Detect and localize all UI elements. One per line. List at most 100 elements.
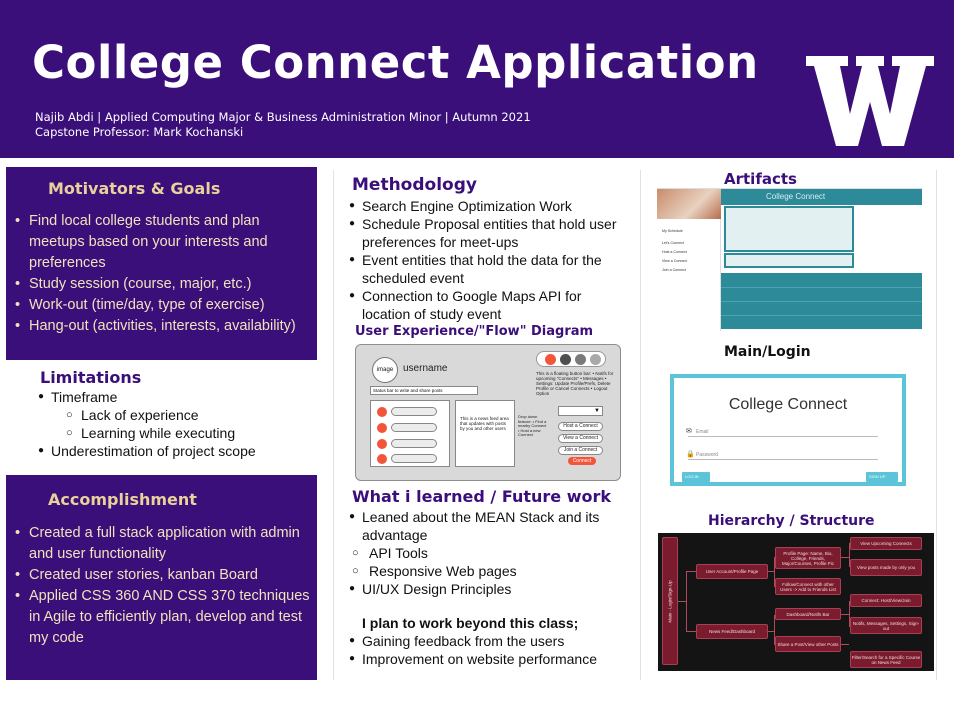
login-button: LOG IN (682, 472, 710, 482)
artifact-topbar: College Connect (721, 189, 922, 205)
button-dot (590, 354, 601, 365)
password-field: Password (696, 452, 718, 458)
flow-heading: User Experience/"Flow" Diagram (355, 324, 594, 339)
hierarchy-root-label: Main - Login/Sign-Up (667, 579, 673, 623)
list-item: Created user stories, kanban Board (15, 565, 315, 586)
connector (686, 571, 687, 631)
news-feed-note: This is a news feed area that updates wi… (460, 416, 509, 431)
artifacts-heading: Artifacts (724, 170, 797, 188)
author-line: Najib Abdi | Applied Computing Major & B… (35, 110, 531, 124)
dropdown: ▼ (558, 406, 603, 416)
methodology-heading: Methodology (352, 175, 477, 195)
sidebar-item: View a Connect (662, 259, 688, 263)
account-node: User Account/Profile Page (696, 564, 768, 579)
feed-dot (377, 454, 387, 464)
connector (849, 601, 850, 627)
connector (678, 601, 686, 602)
list-item: Underestimation of project scope (38, 442, 256, 460)
list-item: Search Engine Optimization Work (349, 197, 631, 215)
button-dot (545, 354, 556, 365)
avatar: image (372, 357, 398, 383)
column-divider (936, 170, 937, 680)
accomplishment-heading: Accomplishment (48, 490, 197, 509)
poster-header: College Connect Application Najib Abdi |… (0, 0, 954, 158)
table-row (721, 315, 922, 316)
artifact-hero-image (657, 189, 721, 219)
connector (774, 615, 775, 645)
share-post-node: Share a Post/View other Posts (775, 636, 841, 652)
login-heading: Main/Login (724, 344, 811, 360)
login-screenshot: College Connect ✉ Email 🔒 Password LOG I… (670, 374, 906, 486)
poster-subtitle: Najib Abdi | Applied Computing Major & B… (35, 110, 531, 140)
poster-title: College Connect Application (32, 36, 759, 89)
feed-pill (391, 454, 437, 463)
list-item: UI/UX Design Principles (349, 580, 631, 598)
signup-button: SIGN UP (866, 472, 898, 482)
motivators-heading: Motivators & Goals (48, 179, 221, 198)
list-subitem: Learning while executing (38, 424, 256, 442)
column-divider (333, 170, 334, 680)
news-feed-box (455, 400, 515, 467)
professor-line: Capstone Professor: Mark Kochanski (35, 125, 244, 139)
list-item: Event entities that hold the data for th… (349, 251, 631, 287)
join-connect-button: Join a Connect (558, 446, 603, 455)
floating-button-bar (536, 351, 606, 367)
list-subitem: Responsive Web pages (349, 562, 631, 580)
table-row (721, 301, 922, 302)
list-item: Improvement on website performance (349, 650, 631, 668)
list-item: Gaining feedback from the users (349, 632, 631, 650)
connector (841, 644, 849, 645)
feed-pill (391, 423, 437, 432)
connector (686, 571, 696, 572)
feed-dot (377, 439, 387, 449)
list-item: Applied CSS 360 AND CSS 370 techniques i… (15, 586, 315, 649)
list-item: Timeframe (38, 388, 256, 406)
accomplishment-list: Created a full stack application with ad… (15, 523, 315, 649)
methodology-list: Search Engine Optimization Work Schedule… (349, 197, 631, 323)
dropdown-note: Drop down feature: • Find a nearby Conne… (518, 414, 547, 438)
newsfeed-node: News Feed/Dashboard (696, 624, 768, 639)
list-subitem: Lack of experience (38, 406, 256, 424)
connector (849, 543, 850, 567)
sidebar-item: My Schedule (662, 229, 683, 233)
plan-heading: I plan to work beyond this class; (362, 615, 579, 631)
sidebar-item: Join a Connect (662, 268, 686, 272)
list-item: Connection to Google Maps API for locati… (349, 287, 631, 323)
dashboard-bar-node: Dashboard/Notifs Bar (775, 608, 841, 620)
feed-dot (377, 423, 387, 433)
learned-list: Leaned about the MEAN Stack and its adva… (349, 508, 631, 668)
email-icon: ✉ (686, 428, 692, 435)
list-item: Created a full stack application with ad… (15, 523, 315, 565)
list-item: Leaned about the MEAN Stack and its adva… (349, 508, 631, 544)
list-item: Work-out (time/day, type of exercise) (15, 295, 315, 316)
button-dot (575, 354, 586, 365)
hierarchy-diagram: Main - Login/Sign-Up User Account/Profil… (658, 533, 934, 671)
limitations-list: Timeframe Lack of experience Learning wh… (38, 388, 256, 460)
motivators-list: Find local college students and plan mee… (15, 211, 315, 337)
artifact-bar (724, 253, 854, 268)
artifact-screenshot: My Schedule Let's Connect Host a Connect… (657, 188, 922, 331)
feed-box (370, 400, 450, 467)
hierarchy-root: Main - Login/Sign-Up (662, 537, 678, 665)
column-divider (640, 170, 641, 680)
notifs-node: Notifs, Messages, Settings, Sign-out (850, 617, 922, 634)
hierarchy-heading: Hierarchy / Structure (708, 513, 875, 529)
connector (841, 614, 849, 615)
host-connect-button: Host a Connect (558, 422, 603, 431)
accomplishment-panel: Accomplishment Created a full stack appl… (6, 475, 317, 680)
artifact-card (724, 206, 854, 252)
flow-diagram: image username Status bar to write and s… (355, 344, 621, 481)
artifact-sidebar: My Schedule Let's Connect Host a Connect… (657, 189, 721, 331)
follow-node: Follow/Connect with other Users -> Add t… (775, 578, 841, 595)
view-connect-button: View a Connect (558, 434, 603, 443)
lock-icon: 🔒 (686, 451, 695, 458)
motivators-panel: Motivators & Goals Find local college st… (6, 167, 317, 360)
email-field: Email (696, 429, 709, 435)
feed-dot (377, 407, 387, 417)
email-underline (688, 436, 878, 437)
login-app-title: College Connect (728, 396, 848, 413)
list-item: Study session (course, major, etc.) (15, 274, 315, 295)
feed-pill (391, 439, 437, 448)
connect-node: Connect: Host/View/Join (850, 594, 922, 607)
button-dot (560, 354, 571, 365)
